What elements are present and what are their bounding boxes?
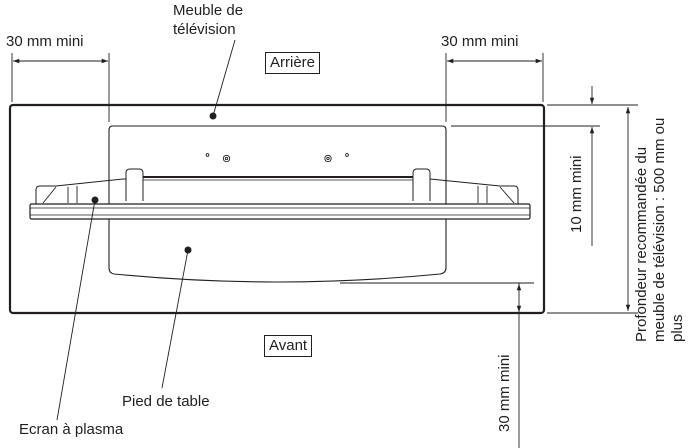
rear-label: Arrière [265,52,321,74]
plasma-screen [29,203,531,220]
depth-label-line1: Profondeur recommandée du [633,146,650,342]
tv-body-left [35,178,126,204]
tv-furniture-outline [8,103,546,315]
right-clearance-label: 30 mm mini [441,33,519,50]
screen-label: Ecran à plasma [19,421,124,438]
tv-body-right [429,178,519,204]
stand-label: Pied de table [122,393,210,410]
mounting-holes [205,153,349,163]
furniture-label: Meuble de [173,2,244,19]
table-stand [108,219,447,283]
depth-label-line2: meuble de télévision : 500 mm ou [651,117,668,342]
furniture-label-line2: télévision [173,21,236,38]
depth-label-line3: plus [669,314,686,342]
front-label: Avant [264,335,313,357]
front-clearance-label: 30 mm mini [496,354,513,432]
rear-clearance-label: 10 mm mini [568,155,585,233]
left-clip [125,168,144,201]
stand-back-plate [108,125,447,204]
right-clip [412,168,431,201]
left-clearance-label: 30 mm mini [6,33,84,50]
